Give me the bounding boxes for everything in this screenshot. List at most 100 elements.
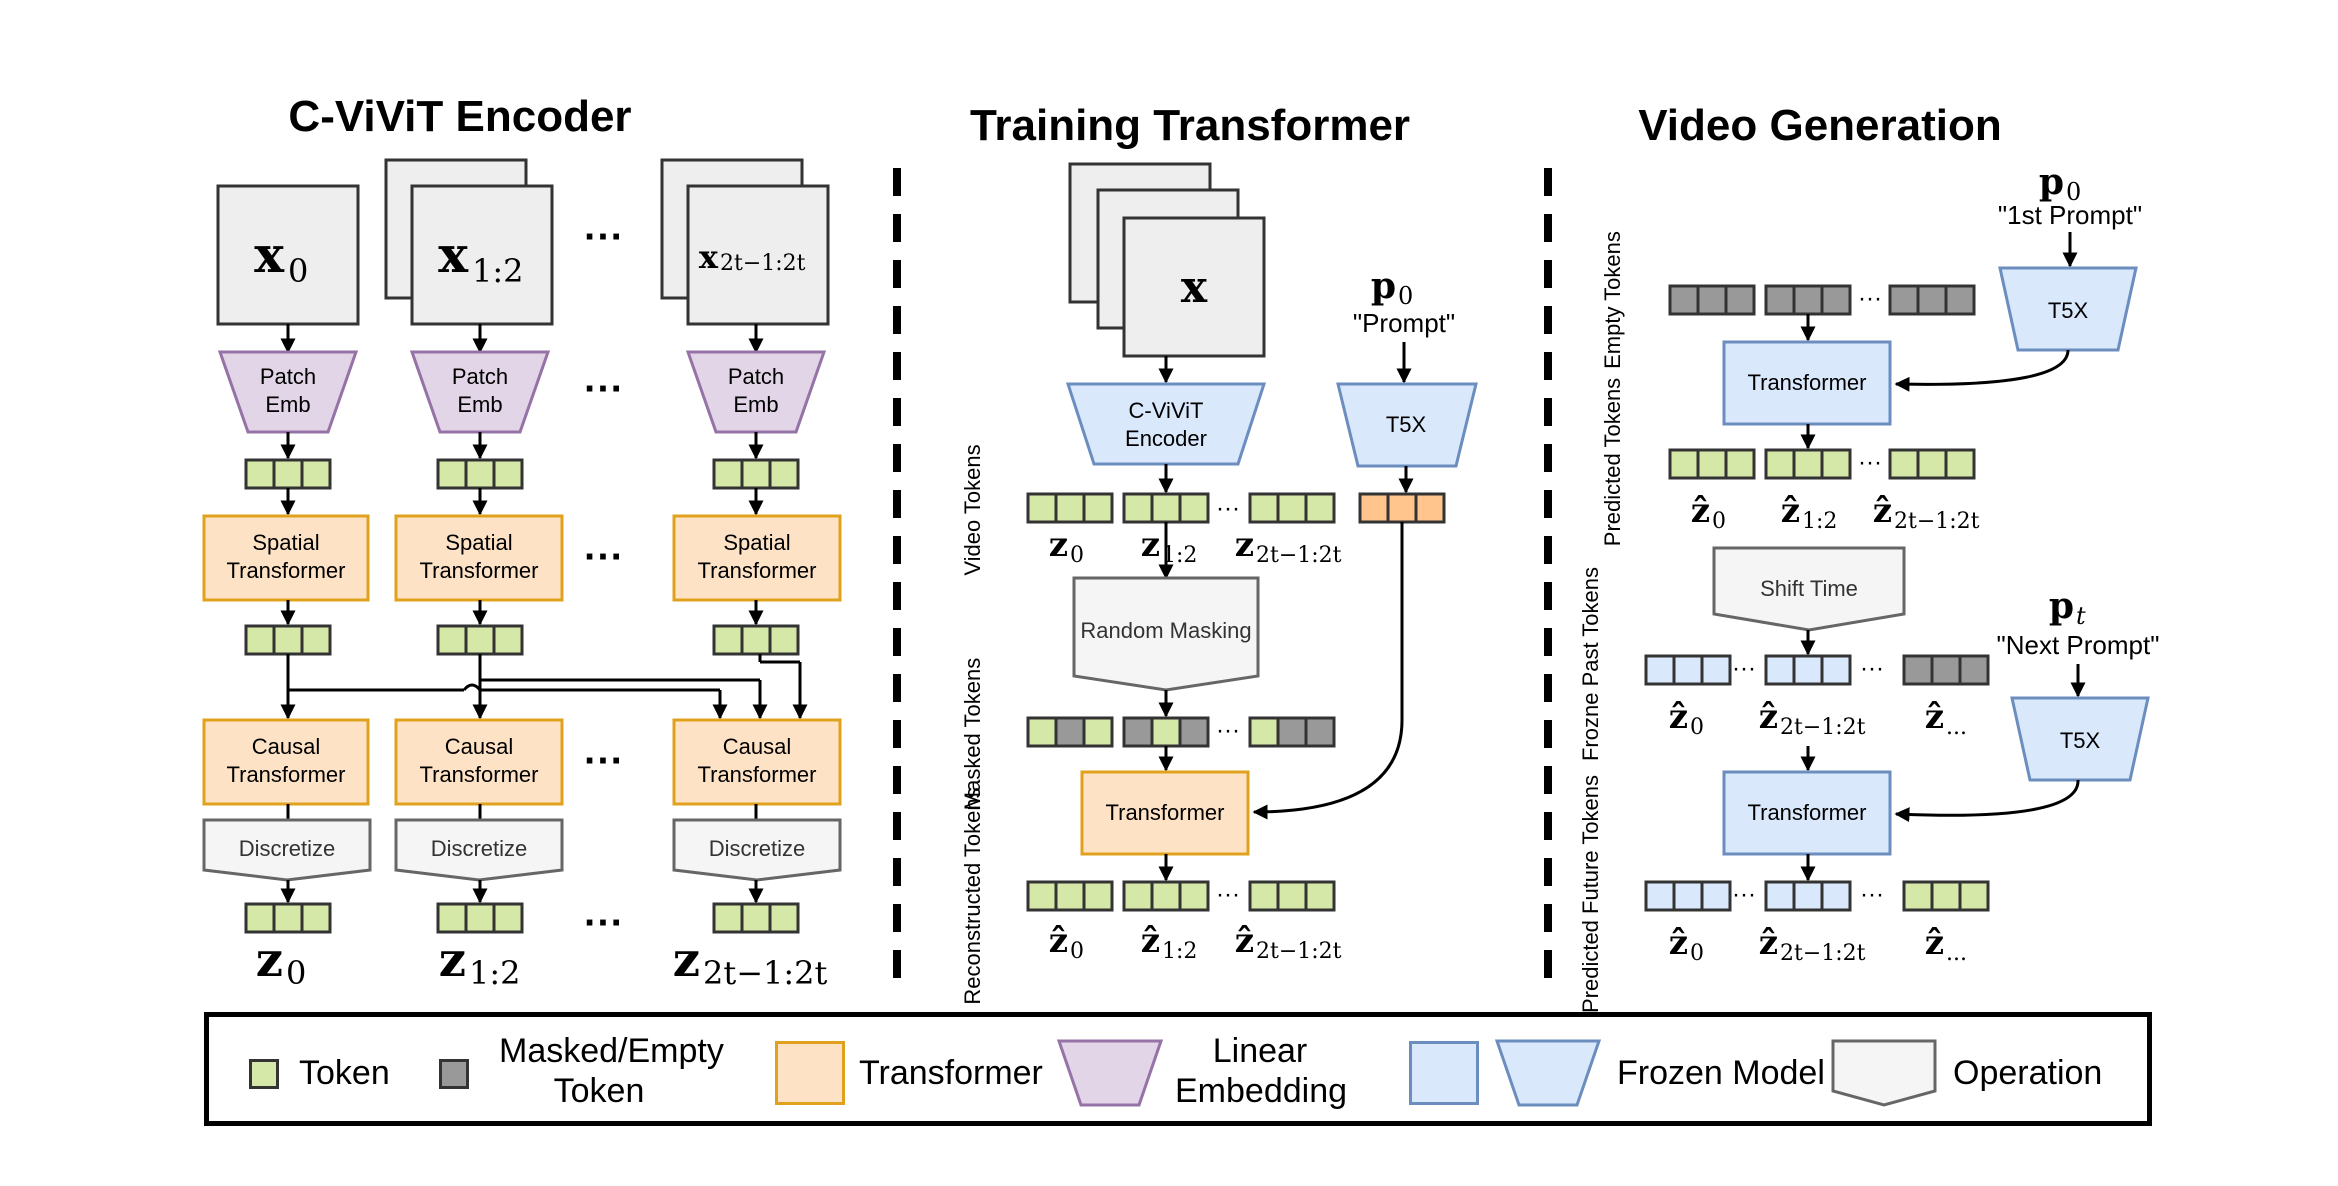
- empty-tokens-label: Empty Tokens: [1600, 231, 1625, 369]
- legend-token-label: Token: [299, 1054, 390, 1092]
- gen-pt-z12-main: ẑ: [1781, 491, 1800, 531]
- ellipsis-spatial: ···: [584, 535, 624, 579]
- tokens-output-2: [712, 902, 800, 934]
- gen-fp-z2t-sub: 2t−1:2t: [1780, 715, 1866, 740]
- svg-text:Spatial: Spatial: [252, 530, 319, 555]
- train-vt-z2t-sub: 2t−1:2t: [1256, 543, 1342, 568]
- gen-ellipsis-empty: ···: [1858, 285, 1882, 312]
- gen-pt-z0-sub: 0: [1712, 509, 1726, 534]
- gen-pt-z12-sub: 1:2: [1802, 509, 1837, 534]
- train-masked-tokens-1: [1122, 716, 1210, 748]
- train-rt-z2t-main: ẑ: [1235, 921, 1254, 961]
- discretize-0: Discretize: [202, 818, 372, 882]
- train-vt-z2t-main: z: [1235, 525, 1254, 565]
- svg-text:Transformer: Transformer: [227, 558, 346, 583]
- svg-text:Random Masking: Random Masking: [1080, 618, 1251, 643]
- svg-text:T5X: T5X: [2048, 298, 2089, 323]
- output-z12-main: z: [439, 932, 466, 988]
- gen-future-tokens-2: [1902, 880, 1990, 912]
- svg-text:Emb: Emb: [733, 392, 778, 417]
- gen-pt-z0-main: ẑ: [1691, 491, 1710, 531]
- input-x0-sub: 0: [288, 252, 308, 290]
- gen-ellipsis-pred: ···: [1858, 449, 1882, 476]
- gen-fp-z0-sub: 0: [1690, 715, 1704, 740]
- causal-transformer-1: Causal Transformer: [394, 718, 564, 806]
- svg-text:Discretize: Discretize: [239, 836, 336, 861]
- gen-empty-tokens-1: [1764, 284, 1852, 316]
- train-rt-z2t-sub: 2t−1:2t: [1256, 939, 1342, 964]
- train-video-tokens-1: [1122, 492, 1210, 524]
- gen-ft-zdots-main: ẑ: [1925, 923, 1944, 963]
- gen-ellipsis-frozen-b: ···: [1860, 655, 1884, 682]
- train-input-x: x: [1181, 262, 1208, 313]
- output-z12-sub: 1:2: [469, 954, 521, 992]
- svg-text:Emb: Emb: [457, 392, 502, 417]
- input-x12-main: x: [438, 225, 469, 284]
- gen-pred-tokens-0: [1668, 448, 1756, 480]
- svg-text:Spatial: Spatial: [723, 530, 790, 555]
- ellipsis-outputs: ···: [584, 901, 624, 945]
- train-prompt-p: p: [1371, 265, 1396, 307]
- tokens-spatial-1: [436, 624, 524, 656]
- gen-t5x-1: T5X: [2010, 696, 2150, 782]
- svg-text:Transformer: Transformer: [420, 762, 539, 787]
- gen-fp-zdots-sub: ...: [1946, 715, 1967, 740]
- input-x2t-sub: 2t−1:2t: [720, 251, 806, 276]
- gen-empty-tokens-2: [1888, 284, 1976, 316]
- train-prompt-sub: 0: [1398, 282, 1413, 310]
- train-vt-z12-main: z: [1141, 525, 1160, 565]
- input-frame-0: [216, 184, 360, 326]
- input-x12-sub: 1:2: [472, 252, 524, 290]
- train-cvivit-encoder: C-ViViT Encoder: [1065, 382, 1267, 466]
- spatial-transformer-1: Spatial Transformer: [394, 514, 564, 602]
- patch-emb-2: Patch Emb: [685, 350, 827, 434]
- train-vt-z0-main: z: [1049, 525, 1068, 565]
- train-vt-z0-sub: 0: [1070, 543, 1084, 568]
- svg-text:Transformer: Transformer: [1748, 800, 1867, 825]
- gen-future-tokens-1: [1764, 880, 1852, 912]
- spatial-transformer-0: Spatial Transformer: [202, 514, 370, 602]
- gen-ellipsis-future-a: ···: [1732, 881, 1756, 908]
- tokens-output-1: [436, 902, 524, 934]
- train-ellipsis-recon: ···: [1216, 881, 1240, 908]
- svg-text:Encoder: Encoder: [1125, 426, 1207, 451]
- ellipsis-causal: ···: [584, 739, 624, 783]
- gen-transformer-1: Transformer: [1722, 770, 1892, 856]
- gen-t5x1-arrow: [1894, 779, 2080, 823]
- input-x0-main: x: [254, 225, 285, 284]
- gen-frozen-tokens-0: [1644, 654, 1732, 686]
- train-text-to-transformer-arrow: [1252, 522, 1404, 820]
- train-frame: [1122, 216, 1266, 358]
- gen-prompt0-p: p: [2039, 161, 2064, 203]
- gen-frozen-tokens-1: [1764, 654, 1852, 686]
- gen-ellipsis-future-b: ···: [1860, 881, 1884, 908]
- gen-pt-z2t-sub: 2t−1:2t: [1894, 509, 1980, 534]
- tokens-patch-1: [436, 458, 524, 490]
- gen-promptt-sub: t: [2076, 602, 2086, 630]
- svg-text:Discretize: Discretize: [709, 836, 806, 861]
- discretize-2: Discretize: [672, 818, 842, 882]
- train-masked-tokens-0: [1026, 716, 1114, 748]
- train-text-tokens: [1358, 492, 1446, 524]
- train-video-tokens-2: [1248, 492, 1336, 524]
- tokens-output-0: [244, 902, 332, 934]
- gen-ft-z0-main: ẑ: [1669, 923, 1688, 963]
- train-recon-tokens-1: [1122, 880, 1210, 912]
- gen-future-tokens-0: [1644, 880, 1732, 912]
- gen-ft-z0-sub: 0: [1690, 941, 1704, 966]
- gen-promptt-p: p: [2049, 585, 2074, 627]
- predicted-tokens-label: Predicted Tokens: [1600, 378, 1625, 546]
- input-frame-1: [410, 184, 554, 326]
- svg-text:Shift Time: Shift Time: [1760, 576, 1858, 601]
- output-z0-main: z: [256, 932, 283, 988]
- ellipsis-inputs: ···: [584, 215, 624, 259]
- gen-ellipsis-frozen-a: ···: [1732, 655, 1756, 682]
- gen-fp-zdots-main: ẑ: [1925, 697, 1944, 737]
- gen-ft-z2t-sub: 2t−1:2t: [1780, 941, 1866, 966]
- future-tokens-label: Predicted Future Tokens: [1578, 775, 1603, 1013]
- patch-emb-0: Patch Emb: [217, 350, 359, 434]
- ellipsis-patch: ···: [584, 367, 624, 411]
- tokens-patch-2: [712, 458, 800, 490]
- svg-text:Emb: Emb: [265, 392, 310, 417]
- gen-frozen-tokens-2: [1902, 654, 1990, 686]
